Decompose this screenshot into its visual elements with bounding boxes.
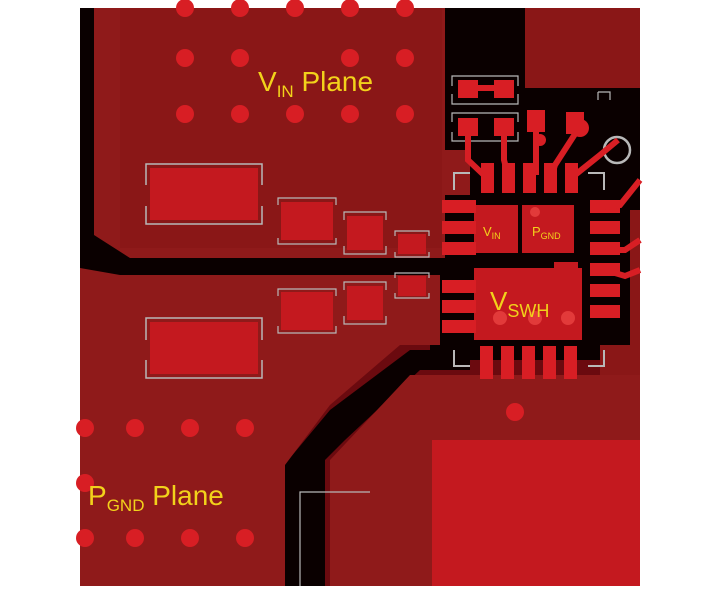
vin-components xyxy=(145,163,430,258)
vin-plane-label: VIN Plane xyxy=(258,66,373,101)
vswh-via xyxy=(506,403,524,421)
pgnd-components xyxy=(145,272,430,379)
vswh-pad xyxy=(474,268,582,340)
vin-pin-pad xyxy=(474,205,518,253)
pgnd-plane-label: PGND Plane xyxy=(88,480,224,515)
pgnd-pin-label: PGND xyxy=(532,224,561,241)
top-right-copper xyxy=(525,8,640,88)
top-right-components xyxy=(451,75,643,280)
vin-pin-label: VIN xyxy=(483,224,501,241)
vin-plane-vias xyxy=(176,0,414,123)
silkscreen-line xyxy=(299,491,370,586)
pgnd-plane-vias xyxy=(76,419,254,547)
vswh-label: VSWH xyxy=(490,286,549,321)
vswh-bright-copper xyxy=(432,440,640,586)
pgnd-pin-pad xyxy=(522,205,574,253)
